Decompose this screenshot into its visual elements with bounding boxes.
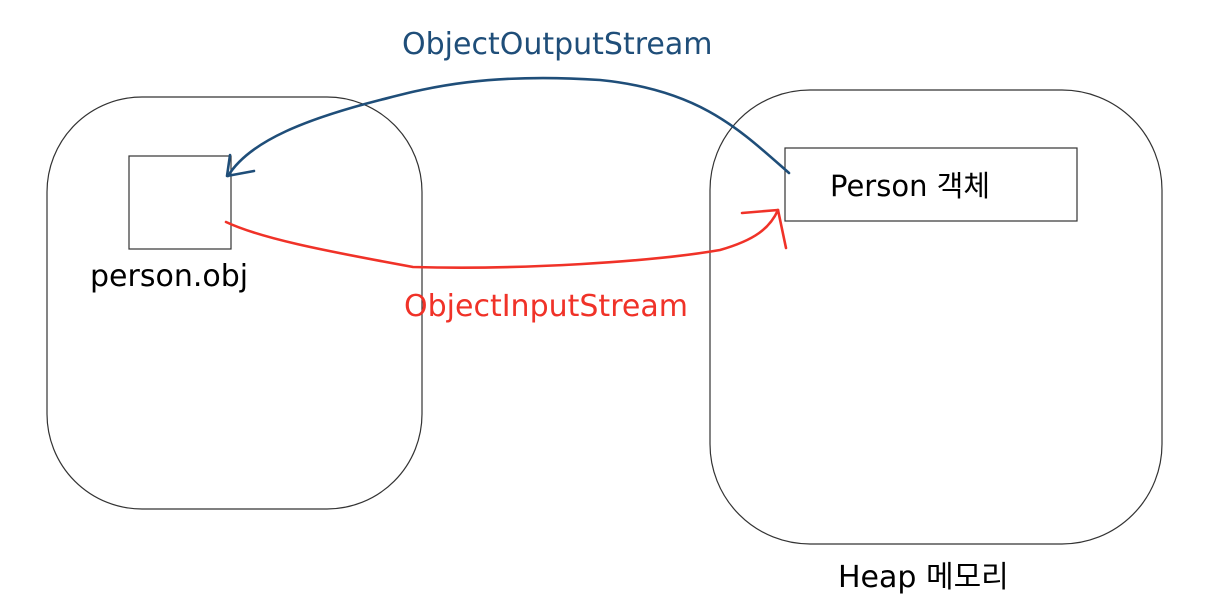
person-object-box <box>784 147 1078 222</box>
input-stream-arrowhead <box>740 208 788 250</box>
person-object-label: Person 객체 <box>830 169 991 203</box>
input-stream-label: ObjectInputStream <box>404 289 688 324</box>
output-stream-arrowhead <box>225 153 256 178</box>
file-storage-container <box>46 96 423 510</box>
heap-memory-container <box>709 89 1163 545</box>
output-stream-arrow <box>226 76 791 178</box>
output-stream-label: ObjectOutputStream <box>402 27 713 62</box>
file-box <box>128 155 232 250</box>
heap-memory-label: Heap 메모리 <box>838 560 1009 595</box>
file-name-label: person.obj <box>90 259 249 294</box>
input-stream-arrow <box>224 208 780 269</box>
